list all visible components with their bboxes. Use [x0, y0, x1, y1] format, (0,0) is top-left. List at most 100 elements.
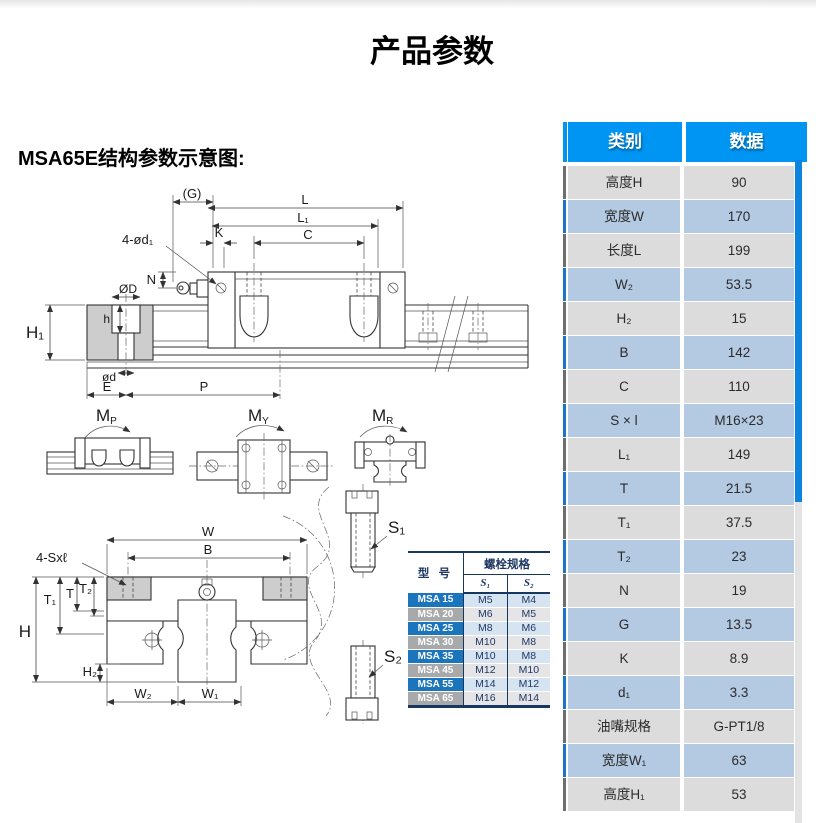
bolt-s2-cell: M14 — [506, 690, 550, 706]
table-scrollbar-thumb[interactable] — [795, 160, 802, 502]
dim-t-label: T — [66, 586, 74, 601]
bolt-s2-cell: M8 — [506, 648, 550, 663]
parameter-value: 199 — [684, 234, 794, 267]
dim-e-label: E — [103, 379, 112, 394]
parameter-value: 149 — [684, 438, 794, 471]
bolt-table-s2-header: S₂ — [507, 574, 550, 594]
dim-l1-label: L₁ — [297, 210, 309, 225]
row-accent-bar — [563, 302, 566, 335]
parameter-label: T₁ — [568, 506, 680, 539]
bolt-table-spec-header: 螺栓规格 — [463, 552, 550, 575]
bolt-s2-cell: M8 — [506, 634, 550, 649]
row-accent-bar — [563, 744, 566, 777]
parameter-label: H₂ — [568, 302, 680, 335]
bolt-s1-cell: M5 — [463, 592, 508, 607]
parameter-label: 宽度W — [568, 200, 680, 233]
parameter-table-header: 类别 数据 — [563, 122, 807, 162]
row-accent-bar — [563, 370, 566, 403]
bolt-table-row: MSA 20 M6 M5 — [408, 606, 550, 621]
parameter-row: G 13.5 — [563, 608, 807, 641]
parameter-label: S × l — [568, 404, 680, 437]
bolt-s1-cell: M8 — [463, 620, 508, 635]
parameter-value: 21.5 — [684, 472, 794, 505]
parameter-row: S × l M16×23 — [563, 404, 807, 437]
dim-w1-label: W₁ — [202, 686, 219, 701]
parameter-label: G — [568, 608, 680, 641]
dim-hole-dia-label: ød — [102, 370, 116, 384]
parameter-value: 37.5 — [684, 506, 794, 539]
parameter-value: 13.5 — [684, 608, 794, 641]
bolt-s2-cell: M10 — [506, 662, 550, 677]
svg-text:MY: MY — [248, 406, 269, 427]
parameter-row: 高度H₁ 53 — [563, 778, 807, 811]
parameter-label: T — [568, 472, 680, 505]
row-accent-bar — [563, 540, 566, 573]
parameter-row: T 21.5 — [563, 472, 807, 505]
row-accent-bar — [563, 574, 566, 607]
parameter-row: C 110 — [563, 370, 807, 403]
parameter-value: 53.5 — [684, 268, 794, 301]
bolt-table-row: MSA 30 M10 M8 — [408, 634, 550, 649]
bolt-s1-cell: M10 — [463, 648, 508, 663]
parameter-value: M16×23 — [684, 404, 794, 437]
row-accent-bar — [563, 166, 566, 199]
parameter-label: 油嘴规格 — [568, 710, 680, 743]
bolt-s1-cell: M14 — [463, 676, 508, 691]
parameter-label: N — [568, 574, 680, 607]
parameter-label: 宽度W₁ — [568, 744, 680, 777]
dim-h2-label: H₂ — [83, 664, 97, 679]
bolt-table-model-header: 型 号 — [408, 552, 464, 593]
bolt-model-cell: MSA 20 — [408, 606, 464, 621]
parameter-row: H₂ 15 — [563, 302, 807, 335]
parameter-value: G-PT1/8 — [684, 710, 794, 743]
bolt-model-cell: MSA 65 — [408, 690, 464, 706]
moment-mr-diagram: MR — [354, 406, 426, 488]
parameter-row: T₂ 23 — [563, 540, 807, 573]
parameter-row: 高度H 90 — [563, 166, 807, 199]
bolt-s2-cell: M5 — [506, 606, 550, 621]
parameter-value: 15 — [684, 302, 794, 335]
parameter-value: 53 — [684, 778, 794, 811]
bolt-s1-cell: M10 — [463, 634, 508, 649]
parameter-row: d₁ 3.3 — [563, 676, 807, 709]
page-top-shadow — [0, 0, 816, 9]
moment-mp-diagram: MP — [46, 406, 174, 475]
bolt-table-row: MSA 25 M8 M6 — [408, 620, 550, 635]
parameter-row: K 8.9 — [563, 642, 807, 675]
parameter-label: C — [568, 370, 680, 403]
bolt-model-cell: MSA 55 — [408, 676, 464, 691]
parameter-value: 3.3 — [684, 676, 794, 709]
moment-my-diagram: MY — [189, 406, 334, 500]
row-accent-bar — [563, 506, 566, 539]
dim-h-label: H — [19, 622, 31, 641]
bolt-table-row: MSA 45 M12 M10 — [408, 662, 550, 677]
bolt-model-cell: MSA 15 — [408, 592, 464, 607]
page-title: 产品参数 — [370, 34, 494, 69]
dim-g-label: (G) — [183, 186, 202, 201]
parameter-value: 142 — [684, 336, 794, 369]
s1-bolt-label: S₁ — [388, 518, 405, 537]
dim-w2-label: W₂ — [134, 686, 151, 701]
parameter-label: W₂ — [568, 268, 680, 301]
bolt-s2-cell: M6 — [506, 620, 550, 635]
row-accent-bar — [563, 642, 566, 675]
bolt-table-row: MSA 15 M5 M4 — [408, 592, 550, 607]
bolt-s2-cell: M12 — [506, 676, 550, 691]
row-accent-bar — [563, 336, 566, 369]
bolt-spec-table: 型 号 螺栓规格 S₁ S₂ MSA 15 M5 M4 MSA 20 M6 M5… — [408, 551, 550, 708]
parameter-label: K — [568, 642, 680, 675]
section-heading: MSA65E结构参数示意图: — [18, 148, 245, 170]
table-scrollbar-track[interactable] — [795, 160, 802, 823]
bolt-s2-cell: M4 — [506, 592, 550, 607]
parameter-label: 高度H — [568, 166, 680, 199]
parameter-label: B — [568, 336, 680, 369]
dim-k-label: K — [215, 225, 224, 240]
bolt-table-s1-header: S₁ — [463, 574, 508, 594]
category-column-header: 类别 — [568, 122, 682, 162]
parameter-row: B 142 — [563, 336, 807, 369]
bolt-model-cell: MSA 30 — [408, 634, 464, 649]
row-accent-bar — [563, 676, 566, 709]
row-accent-bar — [563, 472, 566, 505]
dim-h-label: h — [103, 312, 110, 326]
structure-parameter-diagram: H₁ h ØD ød E P N 4-ød₁ (G) K L L₁ — [19, 186, 529, 724]
